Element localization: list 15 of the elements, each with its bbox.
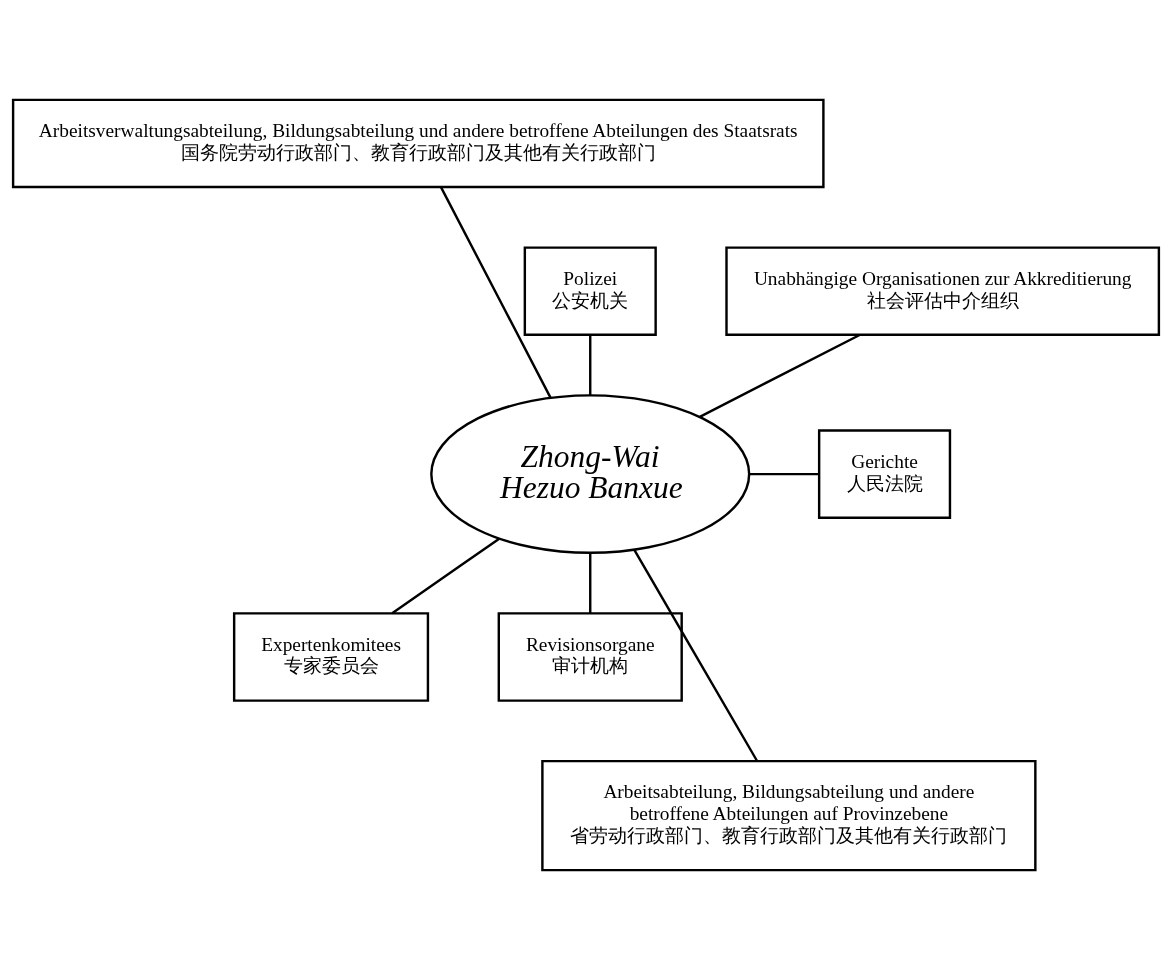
connector	[589, 552, 592, 614]
connector	[633, 549, 758, 762]
connector	[589, 335, 592, 396]
node-box: Unabhängige Organisationen zur Akkreditierung 社会评估中介组织	[725, 246, 1161, 336]
node-box: Arbeitsverwaltungsabteilung, Bildungsabteilung und andere betroffene Abteilungen des Staatsrats 国务院劳动行政部门、教育行政部门及其他有关行政部门	[11, 98, 825, 189]
node-box: Revisionsorgane 审计机构	[497, 612, 683, 702]
connector	[699, 333, 861, 418]
node-ellipse: Zhong-Wai Hezuo Banxue	[430, 394, 751, 555]
connector	[749, 472, 820, 476]
node-box: Expertenkomitees 专家委员会	[232, 612, 430, 702]
connector	[391, 537, 500, 615]
node-box: Polizei 公安机关	[523, 246, 657, 336]
connector	[440, 186, 552, 399]
node-box: Arbeitsabteilung, Bildungsabteilung und andere betroffene Abteilungen auf Provinzebene 省劳动行政部门、教育行政部门及其他有关行政部门	[541, 759, 1037, 872]
node-box: Gerichte 人民法院	[817, 429, 952, 519]
